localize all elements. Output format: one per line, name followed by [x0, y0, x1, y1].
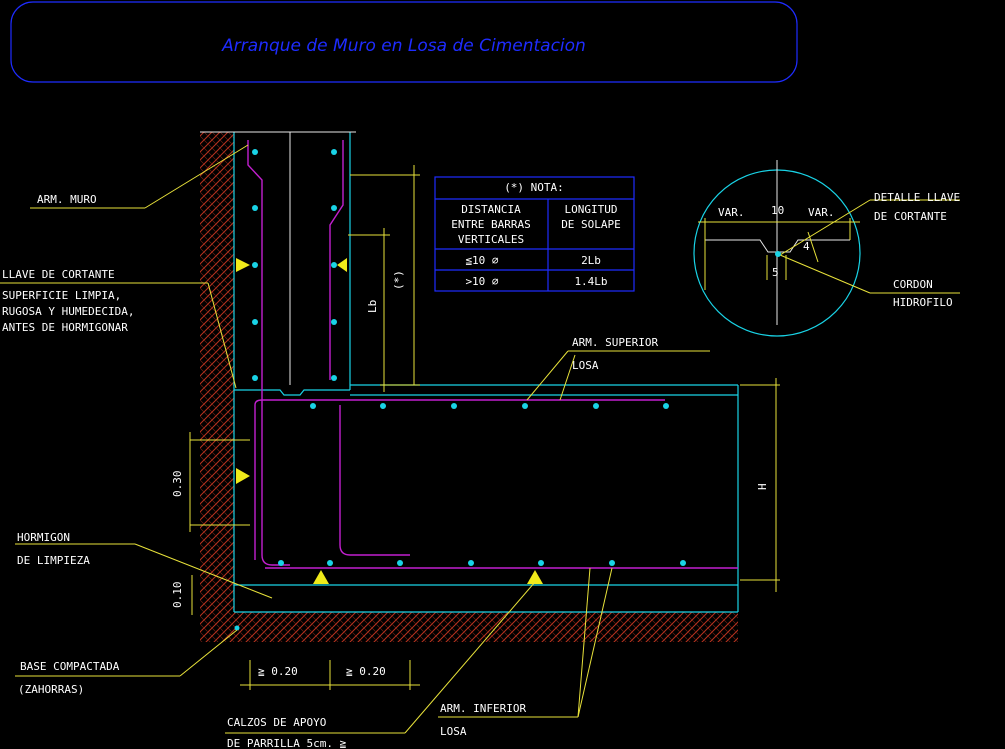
cordon-line2: HIDROFILO: [893, 296, 953, 309]
dim-h: H: [756, 483, 769, 490]
spacers: [236, 258, 543, 584]
detail-ten: 10: [771, 204, 784, 217]
row1-length: 2Lb: [581, 254, 601, 267]
detail-five: 5: [772, 266, 779, 279]
note-table: [434, 176, 635, 292]
col2-header-line1: LONGITUD: [565, 203, 618, 216]
col1-header-line1: DISTANCIA: [461, 203, 521, 216]
label-llave-4: ANTES DE HORMIGONAR: [2, 321, 128, 334]
label-llave-3: RUGOSA Y HUMEDECIDA,: [2, 305, 134, 318]
row2-length: 1.4Lb: [574, 275, 607, 288]
title-frame: [10, 1, 798, 83]
dim-020-a: ≧ 0.20: [258, 665, 298, 678]
leader-lines: [0, 144, 710, 734]
label-llave-2: SUPERFICIE LIMPIA,: [2, 289, 121, 302]
cordon-line1: CORDON: [893, 278, 933, 291]
label-base-2: (ZAHORRAS): [18, 683, 84, 696]
detail-title-line2: DE CORTANTE: [874, 210, 947, 223]
drawing-title: Arranque de Muro en Losa de Cimentacion: [221, 36, 586, 56]
label-llave-1: LLAVE DE CORTANTE: [2, 268, 115, 281]
col1-header-line2: ENTRE BARRAS: [451, 218, 530, 231]
label-arm-inferior: ARM. INFERIOR: [440, 702, 526, 715]
soil-hatch-left: [200, 132, 234, 612]
detail-circle: [693, 160, 960, 337]
detail-title-line1: DETALLE LLAVE: [874, 191, 960, 204]
label-arm-superior: ARM. SUPERIOR: [572, 336, 658, 349]
row1-distance: ≦10 ∅: [465, 254, 498, 267]
wall-rebar: [247, 140, 738, 569]
label-base-1: BASE COMPACTADA: [20, 660, 120, 673]
label-calzos-2: DE PARRILLA 5cm. ≧: [227, 737, 347, 749]
detail-four: 4: [803, 240, 810, 253]
col1-header-line3: VERTICALES: [458, 233, 524, 246]
note-header: (*) NOTA:: [504, 181, 564, 194]
label-calzos-1: CALZOS DE APOYO: [227, 716, 326, 729]
dim-010: 0.10: [171, 582, 184, 609]
dim-030: 0.30: [171, 471, 184, 498]
rebar-dots: [234, 149, 686, 631]
label-hormigon-1: HORMIGON: [17, 531, 70, 544]
detail-var-left: VAR.: [718, 206, 745, 219]
detail-var-right: VAR.: [808, 206, 835, 219]
label-hormigon-2: DE LIMPIEZA: [17, 554, 90, 567]
dimension-lines: [189, 165, 780, 690]
label-losa-inferior: LOSA: [440, 725, 467, 738]
row2-distance: >10 ∅: [465, 275, 498, 288]
label-arm-muro: ARM. MURO: [37, 193, 97, 206]
dim-star: (*): [392, 270, 405, 290]
dim-lb: Lb: [366, 300, 379, 313]
soil-hatch-bottom: [200, 612, 738, 642]
dim-020-b: ≧ 0.20: [346, 665, 386, 678]
label-losa-superior: LOSA: [572, 359, 599, 372]
col2-header-line2: DE SOLAPE: [561, 218, 621, 231]
